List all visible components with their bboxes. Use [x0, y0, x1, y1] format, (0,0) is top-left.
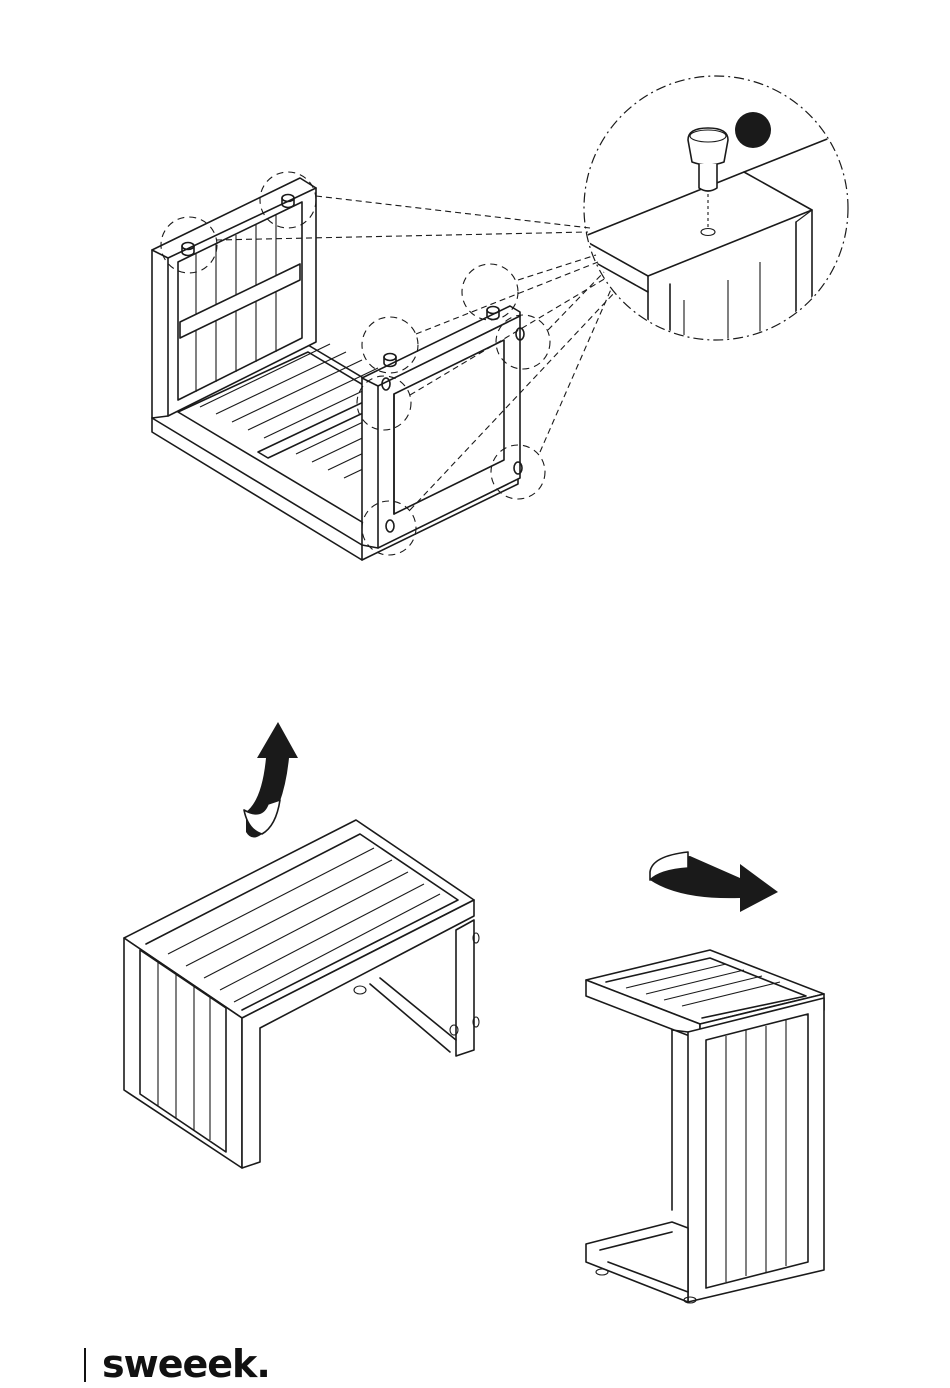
side-table-illustration	[586, 950, 824, 1303]
magnifier-detail-circle	[580, 76, 860, 340]
rotate-arrow-icon	[650, 852, 778, 912]
plastic-foot-cap	[688, 128, 728, 236]
upside-down-table-illustration	[152, 178, 524, 560]
brand-divider	[84, 1348, 86, 1382]
upright-bench-illustration	[124, 820, 479, 1168]
part-marker-dot	[735, 112, 771, 148]
brand-logo: sweeek.	[102, 1342, 270, 1386]
lift-arrow-icon	[244, 722, 298, 838]
